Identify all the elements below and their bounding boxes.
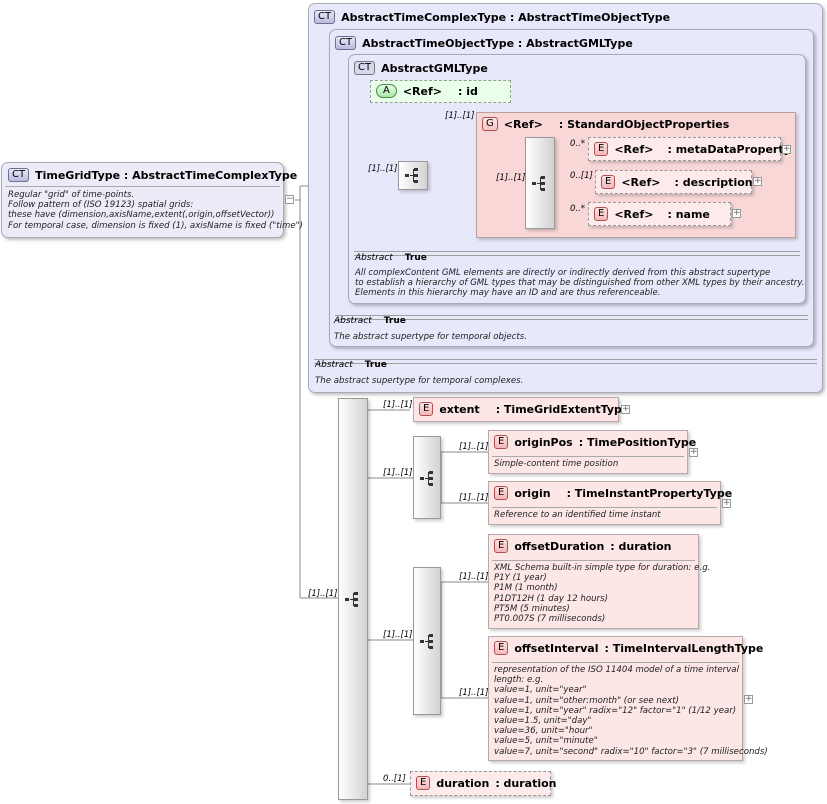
cardinality: [1]..[1] (459, 572, 489, 582)
expand-toggle[interactable]: + (689, 447, 698, 457)
expand-toggle[interactable]: + (732, 208, 741, 218)
complex-type-badge: CT (8, 168, 30, 182)
divider (5, 186, 280, 187)
cardinality: [1]..[1] (459, 442, 489, 452)
cardinality: [1]..[1] (383, 400, 413, 410)
element-offset-interval[interactable]: E offsetInterval : TimeIntervalLengthTyp… (488, 636, 768, 761)
cardinality: [1]..[1] (459, 688, 489, 698)
sequence-icon (532, 176, 545, 191)
collapse-toggle[interactable]: − (285, 194, 294, 204)
element-badge: E (494, 486, 509, 500)
divider (492, 507, 717, 508)
expand-toggle[interactable]: + (782, 144, 791, 154)
expand-toggle[interactable]: + (722, 498, 731, 508)
root-description: Regular "grid" of time-points. Follow pa… (8, 190, 303, 231)
sequence-icon (345, 592, 358, 607)
attribute-id[interactable]: A <Ref> : id (370, 80, 511, 103)
element-duration[interactable]: E duration : duration (410, 771, 557, 796)
sequence-compositor[interactable] (525, 137, 555, 229)
element-badge: E (419, 402, 434, 416)
cardinality: [1]..[1] (383, 468, 413, 478)
element-badge: E (594, 142, 609, 156)
divider (492, 560, 695, 561)
cardinality: [1]..[1] (383, 630, 413, 640)
abstract-separator (354, 251, 800, 256)
attribute-badge: A (376, 84, 397, 98)
cardinality: [1]..[1] (496, 173, 526, 183)
expand-toggle[interactable]: + (744, 694, 753, 704)
root-title: TimeGridType : AbstractTimeComplexType (35, 168, 298, 182)
abstract-separator (335, 315, 808, 320)
element-extent[interactable]: E extent : TimeGridExtentType (413, 397, 629, 422)
cardinality: 0..[1] (383, 774, 406, 784)
element-description[interactable]: E <Ref> : description (595, 170, 753, 194)
ct2-title: AbstractTimeObjectType : AbstractGMLType (362, 36, 633, 50)
abstract-separator (314, 359, 817, 364)
element-metadata-property[interactable]: E <Ref> : metaDataProperty (588, 137, 791, 161)
offset-duration-description: XML Schema built-in simple type for dura… (494, 563, 711, 625)
element-badge: E (494, 435, 509, 449)
cardinality: 0..* (570, 139, 586, 149)
ct3-description: All complexContent GML elements are dire… (355, 268, 805, 299)
cardinality: [1]..[1] (368, 164, 398, 174)
element-badge: E (594, 207, 609, 221)
sequence-icon (420, 471, 433, 486)
cardinality: [1]..[1] (308, 589, 338, 599)
complex-type-badge: CT (335, 36, 357, 50)
ct1-title: AbstractTimeComplexType : AbstractTimeOb… (341, 10, 671, 24)
cardinality: [1]..[1] (459, 493, 489, 503)
origin-pos-description: Simple-content time position (494, 459, 619, 469)
sequence-icon (420, 634, 433, 649)
origin-description: Reference to an identified time instant (494, 510, 661, 520)
element-offset-duration[interactable]: E offsetDuration : duration XML Schema b… (488, 534, 710, 629)
sequence-icon (405, 168, 418, 183)
group-badge: G (482, 117, 498, 131)
ct3-title: AbstractGMLType (381, 61, 488, 75)
complex-type-badge: CT (314, 10, 336, 24)
element-badge: E (494, 539, 509, 553)
cardinality: 0..* (570, 204, 586, 214)
cardinality: 0..[1] (570, 171, 593, 181)
element-origin[interactable]: E origin : TimeInstantPropertyType Refer… (488, 481, 732, 525)
element-badge: E (416, 776, 431, 790)
sequence-compositor[interactable] (413, 436, 441, 519)
sequence-compositor[interactable] (398, 161, 428, 190)
element-origin-pos[interactable]: E originPos : TimePositionType Simple-co… (488, 430, 696, 474)
main-sequence-compositor[interactable] (338, 398, 368, 800)
sequence-compositor[interactable] (413, 567, 441, 715)
cardinality: [1]..[1] (445, 111, 475, 121)
expand-toggle[interactable]: + (621, 404, 630, 414)
ct2-description: The abstract supertype for temporal obje… (334, 332, 527, 342)
element-name[interactable]: E <Ref> : name (588, 202, 731, 226)
complex-type-badge: CT (354, 61, 376, 75)
expand-toggle[interactable]: + (753, 176, 762, 186)
offset-interval-description: representation of the ISO 11404 model of… (494, 665, 768, 757)
divider (492, 662, 739, 663)
ct1-description: The abstract supertype for temporal comp… (315, 376, 524, 386)
root-complex-type[interactable]: CT TimeGridType : AbstractTimeComplexTyp… (1, 162, 303, 238)
divider (492, 456, 684, 457)
element-badge: E (494, 641, 509, 655)
element-badge: E (601, 175, 616, 189)
